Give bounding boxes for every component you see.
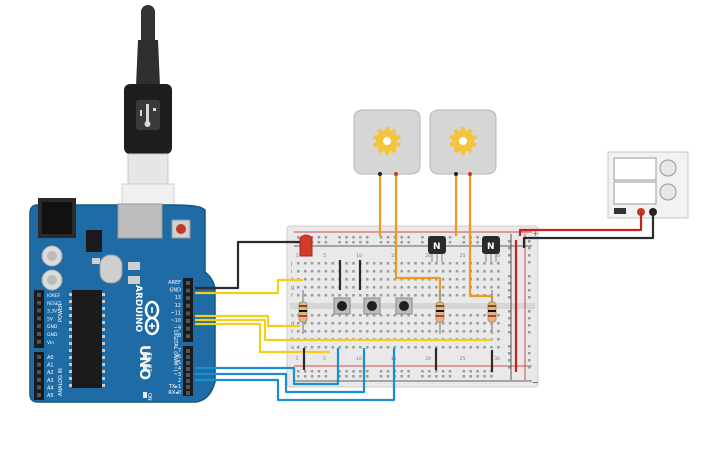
reset-button[interactable]: [176, 224, 186, 234]
transistor-2[interactable]: N: [482, 236, 500, 262]
digital-pin-label: ~9: [174, 326, 181, 332]
row-letter: c: [291, 329, 294, 335]
digital-pin-label: GND: [170, 288, 182, 294]
row-letter: e: [291, 313, 294, 319]
digital-pin-label: 13: [175, 295, 181, 301]
digital-section-label: DIGITAL (PWM~): [172, 330, 178, 372]
digital-pin-label: 12: [175, 303, 181, 309]
power-pin-label: Vin: [47, 340, 54, 346]
usb-icon: [140, 104, 156, 127]
digital-pin-label: 2: [178, 378, 181, 384]
analog-pin-label: A2: [47, 370, 54, 376]
column-number: 10: [356, 253, 362, 259]
power-pin-label: GND: [47, 324, 58, 330]
rx-led-label: RX: [146, 365, 152, 372]
resistor-2[interactable]: [435, 290, 445, 334]
power-pin-label: 3.3V: [47, 309, 58, 315]
column-number: 1: [296, 356, 299, 362]
usb-cable: [121, 5, 175, 221]
column-number: 5: [323, 253, 326, 259]
analog-pin-label: A5: [47, 393, 54, 399]
column-number: 30: [494, 356, 500, 362]
transistor-1[interactable]: N: [428, 236, 446, 262]
power-pin-label: RESET: [47, 301, 62, 307]
digital-pin-label: ~11: [170, 310, 181, 316]
column-number: 20: [425, 253, 431, 259]
analog-pin-label: A1: [47, 363, 54, 369]
row-letter: i: [291, 269, 292, 275]
resistor-3[interactable]: [487, 290, 497, 334]
column-number: 25: [460, 356, 466, 362]
column-number: 15: [391, 253, 397, 259]
digital-pin-label: ~3: [174, 372, 181, 378]
digital-pin-label: ~10: [170, 318, 181, 324]
analog-section-label: ANALOG IN: [58, 368, 64, 396]
digital-pin-label: ~6: [174, 354, 181, 360]
rail-plus-label: +: [532, 229, 539, 238]
transistor-label: N: [487, 242, 495, 252]
power-pin-label: IOREF: [47, 293, 61, 299]
power-supply[interactable]: [607, 151, 689, 219]
digital-pin-label: RX◂0: [168, 390, 181, 396]
analog-pin-label: A4: [47, 385, 54, 391]
push-button-1[interactable]: [333, 297, 351, 315]
row-letter: j: [290, 261, 292, 267]
arduino-logo: [144, 300, 160, 336]
row-letter: g: [291, 285, 294, 291]
analog-pin-label: A3: [47, 378, 54, 384]
arduino-model-text: UNO: [136, 345, 152, 380]
digital-pin-label: ~5: [174, 360, 181, 366]
dc-motor-1[interactable]: [353, 109, 421, 175]
column-number: 25: [460, 253, 466, 259]
transistor-label: N: [433, 242, 441, 252]
power-pin-label: GND: [47, 332, 58, 338]
column-number: 20: [425, 356, 431, 362]
led-red[interactable]: [299, 234, 313, 257]
tx-led-label: TX: [146, 352, 152, 360]
power-section-label: POWER: [58, 303, 64, 322]
rail-minus-label: −: [532, 378, 539, 387]
push-button-3[interactable]: [395, 297, 413, 315]
analog-pin-label: A0: [47, 355, 54, 361]
column-number: 5: [323, 356, 326, 362]
gear-icon: [373, 127, 401, 155]
row-letter: d: [291, 321, 294, 327]
arduino-brand-text: ARDUINO: [133, 285, 143, 333]
resistor-1[interactable]: [298, 290, 308, 334]
arduino-uno-board[interactable]: ARDUINO UNO TX RX ON DIGITAL (PWM~) POWE…: [29, 198, 216, 403]
row-letter: f: [291, 293, 293, 299]
column-number: 10: [356, 356, 362, 362]
power-pin-label: 5V: [47, 316, 54, 322]
digital-pin-label: 8: [178, 333, 181, 339]
on-led-label: ON: [146, 393, 152, 401]
digital-pin-label: 4: [178, 366, 181, 372]
gear-icon: [449, 127, 477, 155]
push-button-2[interactable]: [363, 297, 381, 315]
column-number: 1: [296, 253, 299, 259]
column-number: 30: [494, 253, 500, 259]
digital-pin-label: 7: [178, 348, 181, 354]
digital-pin-label: AREF: [168, 280, 181, 286]
row-letter: a: [291, 345, 294, 351]
digital-pin-label: TX▸1: [168, 384, 181, 390]
dc-motor-2[interactable]: [429, 109, 497, 175]
